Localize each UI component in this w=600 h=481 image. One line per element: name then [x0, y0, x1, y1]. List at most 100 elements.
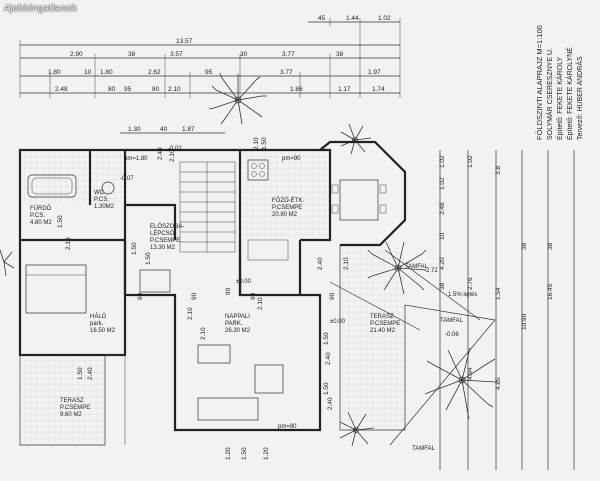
right-dim-a-label: 38: [439, 282, 446, 290]
room-terasz-south-name: TERASZ: [60, 398, 84, 404]
right-dim-b-label: 1.02: [467, 155, 474, 168]
dim-r3-1: 10: [84, 69, 92, 76]
inner-dim-label: 90: [329, 292, 336, 300]
room-labels: FÜRDŐ P.CS. 4.80 M2 WC P.CS. 1.30M2 ELŐS…: [30, 190, 400, 418]
tree-bottom-right: [424, 347, 497, 420]
label-pm180: pm=1.80: [124, 156, 148, 162]
dim-r3-0: 1.80: [48, 69, 61, 76]
room-furdo-floor: P.CS.: [30, 213, 45, 219]
right-dim-a-label: 1.02: [439, 155, 446, 168]
inner-dim-label: 1.50: [323, 382, 330, 395]
label-lvl-000b: ±0.00: [236, 279, 252, 285]
label-tamfal-2: TAMFAL: [440, 318, 464, 324]
inner-dim-label: 90: [250, 292, 257, 300]
room-wc-name: WC: [94, 190, 105, 196]
right-dim-b-label: 4.85: [495, 377, 502, 390]
room-wc-area: 1.30M2: [94, 204, 115, 210]
dim-r3-3: 2.62: [148, 69, 161, 76]
dim-r4-1: 80: [108, 86, 116, 93]
inner-dim-label: 2.10: [65, 237, 72, 250]
counter: [247, 239, 289, 261]
title-line5: Tervező: HUBER ANDRÁS: [575, 56, 584, 140]
tree-left: [0, 249, 15, 277]
dim-r3-2: 1.80: [100, 69, 113, 76]
toilet: [101, 181, 115, 195]
stove: [247, 159, 269, 181]
inner-dim-label: 1.50: [145, 252, 152, 265]
right-dim-b-label: 38: [547, 242, 554, 250]
dim-r4-2: 95: [124, 86, 132, 93]
room-furdo-name: FÜRDŐ: [30, 205, 52, 212]
right-dim-b-label: 10.90: [521, 313, 528, 330]
inner-dim-label: 2.40: [325, 352, 332, 365]
right-dim-a-label: 10: [439, 232, 446, 240]
room-nappali-name: NAPPALI: [225, 314, 250, 320]
inner-dim-label: 1.20: [263, 447, 270, 460]
title-block: FÖLDSZINTI ALAPRAJZ M=1:100 SOLYMÁR CSER…: [535, 25, 584, 140]
inner-dim-label: 90: [137, 292, 144, 300]
dim-r2-2: 3.57: [170, 51, 183, 58]
dim-r5-1: 40: [160, 126, 168, 133]
label-tamfal-3: TAMFAL: [412, 446, 436, 452]
dim-r4-7: 1.74: [372, 86, 385, 93]
inner-dim-label: 2.10: [257, 297, 264, 310]
room-wc-floor: P.CS.: [94, 197, 109, 203]
dim-r5-2: 1.87: [182, 126, 195, 133]
top-dimension-texts: 45 1.44 1.02 13.57 2.90 38 3.57 30 3.77 …: [48, 15, 391, 133]
room-terasz-east-area: 21.40 M2: [370, 328, 396, 334]
dim-r4-5: 1.86: [290, 86, 303, 93]
top-dimension-lines: [19, 18, 401, 134]
sofa-long: [197, 397, 259, 421]
inner-dim-label: 1.50: [261, 137, 268, 150]
dim-r2-4: 3.77: [282, 51, 295, 58]
furniture: [25, 159, 387, 421]
inner-dim-label: 2.40: [327, 397, 334, 410]
inner-dim-label: 1.50: [131, 242, 138, 255]
inner-dim-label: 2.10: [169, 149, 176, 162]
room-fozo-name: FŐZŐ-ÉTK.: [272, 197, 304, 204]
dim-r2-5: 38: [336, 51, 344, 58]
room-terasz-south-area: 9.60 M2: [60, 412, 82, 418]
annotations: TAMFAL TAMFAL TAMFAL 1.5% lejtés pm=90 p…: [120, 146, 477, 452]
right-dim-b-label: 1.54: [495, 287, 502, 300]
right-dim-b-label: 16.45: [547, 283, 554, 300]
building-walls: [18, 140, 496, 446]
dim-r2-0: 2.90: [70, 51, 83, 58]
dim-r0-1: 1.44: [346, 15, 359, 22]
right-dim-a-label: 4.20: [439, 257, 446, 270]
dim-r3-6: 1.97: [368, 69, 381, 76]
inner-dim-label: 2.10: [187, 307, 194, 320]
label-pm90-b: pm=90: [278, 424, 297, 430]
room-eloszoba-area: 13.30 M2: [150, 245, 176, 251]
inner-dim-label: 1.50: [323, 332, 330, 345]
right-dim-b-label: 4.94: [467, 367, 474, 380]
inner-dim-label: 2.40: [157, 147, 164, 160]
title-line4: Építető: FEKETE KÁROLYNÉ: [565, 47, 574, 140]
dining-table: [339, 179, 379, 221]
dim-r5-0: 1.30: [128, 126, 141, 133]
room-halo-floor: park.: [90, 321, 104, 327]
dim-r1: 13.57: [176, 38, 193, 45]
label-lejtes: 1.5% lejtés: [448, 292, 477, 298]
dim-r3-5: 3.77: [280, 69, 293, 76]
room-furdo-area: 4.80 M2: [30, 220, 52, 226]
dim-r4-6: 1.17: [338, 86, 351, 93]
room-terasz-east-floor: P.CSEMPE: [370, 321, 400, 327]
label-lvl-006: -0.06: [445, 332, 459, 338]
room-terasz-south-floor: P.CSEMPE: [60, 405, 90, 411]
title-line2: SOLYMÁR CSERESZNYE U.: [545, 48, 554, 140]
dim-r0-2: 1.02: [378, 15, 391, 22]
right-dim-b-label: 2.76: [467, 277, 474, 290]
dim-r4-3: 80: [152, 86, 160, 93]
room-terasz-east-name: TERASZ: [370, 314, 394, 320]
bed: [25, 264, 87, 314]
label-lvl-000: ±0.00: [330, 319, 346, 325]
inner-dim-label: 2.10: [343, 257, 350, 270]
inner-dim-label: 2.40: [317, 257, 324, 270]
room-halo-area: 16.50 M2: [90, 328, 116, 334]
inner-dim-label: 2.40: [87, 367, 94, 380]
watermark: Ajobbingatlanok: [4, 4, 77, 14]
